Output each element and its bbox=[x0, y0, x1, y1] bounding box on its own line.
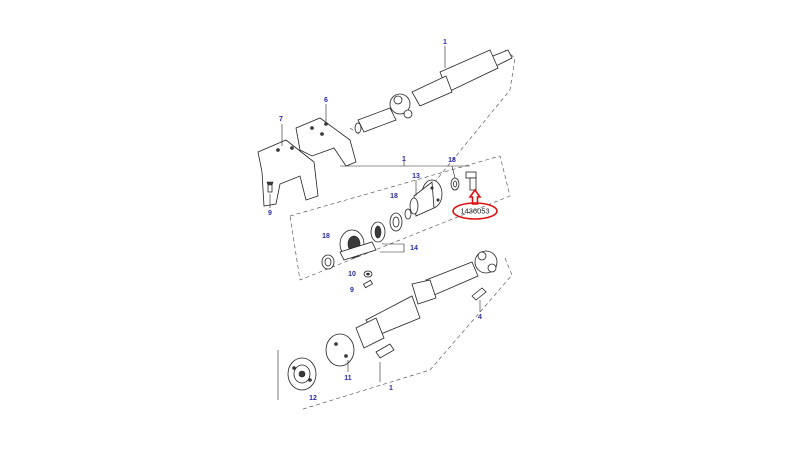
callout-1-mid: 1 bbox=[402, 156, 406, 163]
rear-shaft-assembly[interactable] bbox=[299, 250, 513, 411]
callout-18-left: 18 bbox=[322, 233, 330, 240]
bolt-1436053[interactable] bbox=[465, 171, 477, 191]
part-code-label: 1436053 bbox=[460, 207, 489, 216]
bolt-4[interactable] bbox=[471, 287, 487, 312]
highlight-arrow bbox=[468, 188, 482, 205]
callout-13: 13 bbox=[412, 173, 420, 180]
retaining-ring[interactable] bbox=[404, 208, 412, 220]
bearing-14[interactable] bbox=[370, 221, 386, 243]
part-code-highlight[interactable]: 1436053 bbox=[452, 202, 498, 220]
support-bearing-housing[interactable] bbox=[339, 229, 377, 261]
callout-9-left: 9 bbox=[268, 210, 272, 217]
callout-1-bottom: 1 bbox=[389, 385, 393, 392]
bolt-9-mid[interactable] bbox=[362, 279, 374, 289]
callout-10: 10 bbox=[348, 271, 356, 278]
callout-11: 11 bbox=[344, 375, 352, 382]
callout-6: 6 bbox=[324, 97, 328, 104]
universal-joint-top bbox=[389, 93, 413, 119]
bolt-center-lower[interactable] bbox=[375, 343, 395, 359]
mounting-bracket-7[interactable] bbox=[257, 124, 319, 207]
washer-18-right[interactable] bbox=[450, 165, 460, 191]
callout-4: 4 bbox=[478, 314, 482, 321]
washer-10[interactable] bbox=[363, 270, 373, 278]
callout-7: 7 bbox=[279, 116, 283, 123]
seal-18-left[interactable] bbox=[321, 254, 335, 270]
callout-14: 14 bbox=[410, 245, 418, 252]
callout-9-mid: 9 bbox=[350, 287, 354, 294]
callout-12: 12 bbox=[309, 395, 317, 402]
seal-18-mid[interactable] bbox=[389, 212, 403, 232]
flexible-coupling-12[interactable] bbox=[277, 350, 317, 400]
flange-13[interactable] bbox=[409, 179, 443, 217]
callout-18-mid: 18 bbox=[390, 193, 398, 200]
callout-1-top: 1 bbox=[443, 39, 447, 46]
bolt-9-left[interactable] bbox=[266, 181, 274, 208]
callout-18-right: 18 bbox=[448, 157, 456, 164]
front-shaft-assembly[interactable] bbox=[349, 46, 516, 201]
